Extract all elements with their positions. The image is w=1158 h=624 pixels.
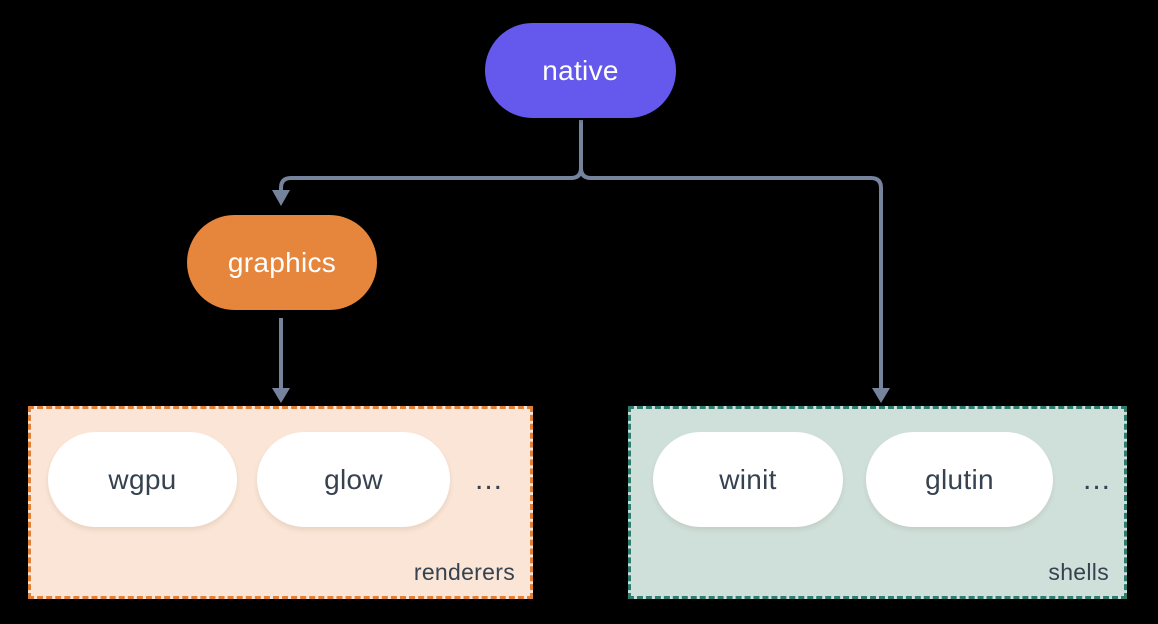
node-glutin-label: glutin bbox=[925, 463, 994, 495]
edge-native-shells bbox=[579, 120, 883, 389]
node-glutin: glutin bbox=[866, 432, 1053, 527]
group-renderers-label: renderers bbox=[413, 559, 515, 585]
node-winit: winit bbox=[653, 432, 843, 527]
node-graphics: graphics bbox=[187, 215, 377, 310]
node-wgpu: wgpu bbox=[48, 432, 237, 527]
edge-native-graphics bbox=[279, 120, 583, 191]
shells-ellipsis: ... bbox=[1082, 462, 1111, 496]
arrowhead-shells bbox=[872, 388, 890, 403]
node-winit-label: winit bbox=[719, 463, 777, 495]
node-wgpu-label: wgpu bbox=[108, 463, 177, 495]
node-native-label: native bbox=[542, 54, 619, 86]
node-native: native bbox=[485, 23, 676, 118]
node-glow-label: glow bbox=[324, 463, 383, 495]
group-shells: winit glutin ... shells bbox=[628, 406, 1127, 599]
group-renderers: wgpu glow ... renderers bbox=[28, 406, 533, 599]
node-graphics-label: graphics bbox=[227, 246, 337, 278]
renderers-ellipsis: ... bbox=[474, 462, 503, 496]
node-glow: glow bbox=[257, 432, 450, 527]
group-shells-label: shells bbox=[1048, 559, 1109, 585]
arrowhead-graphics bbox=[272, 190, 290, 206]
arrowhead-renderers bbox=[272, 388, 290, 403]
